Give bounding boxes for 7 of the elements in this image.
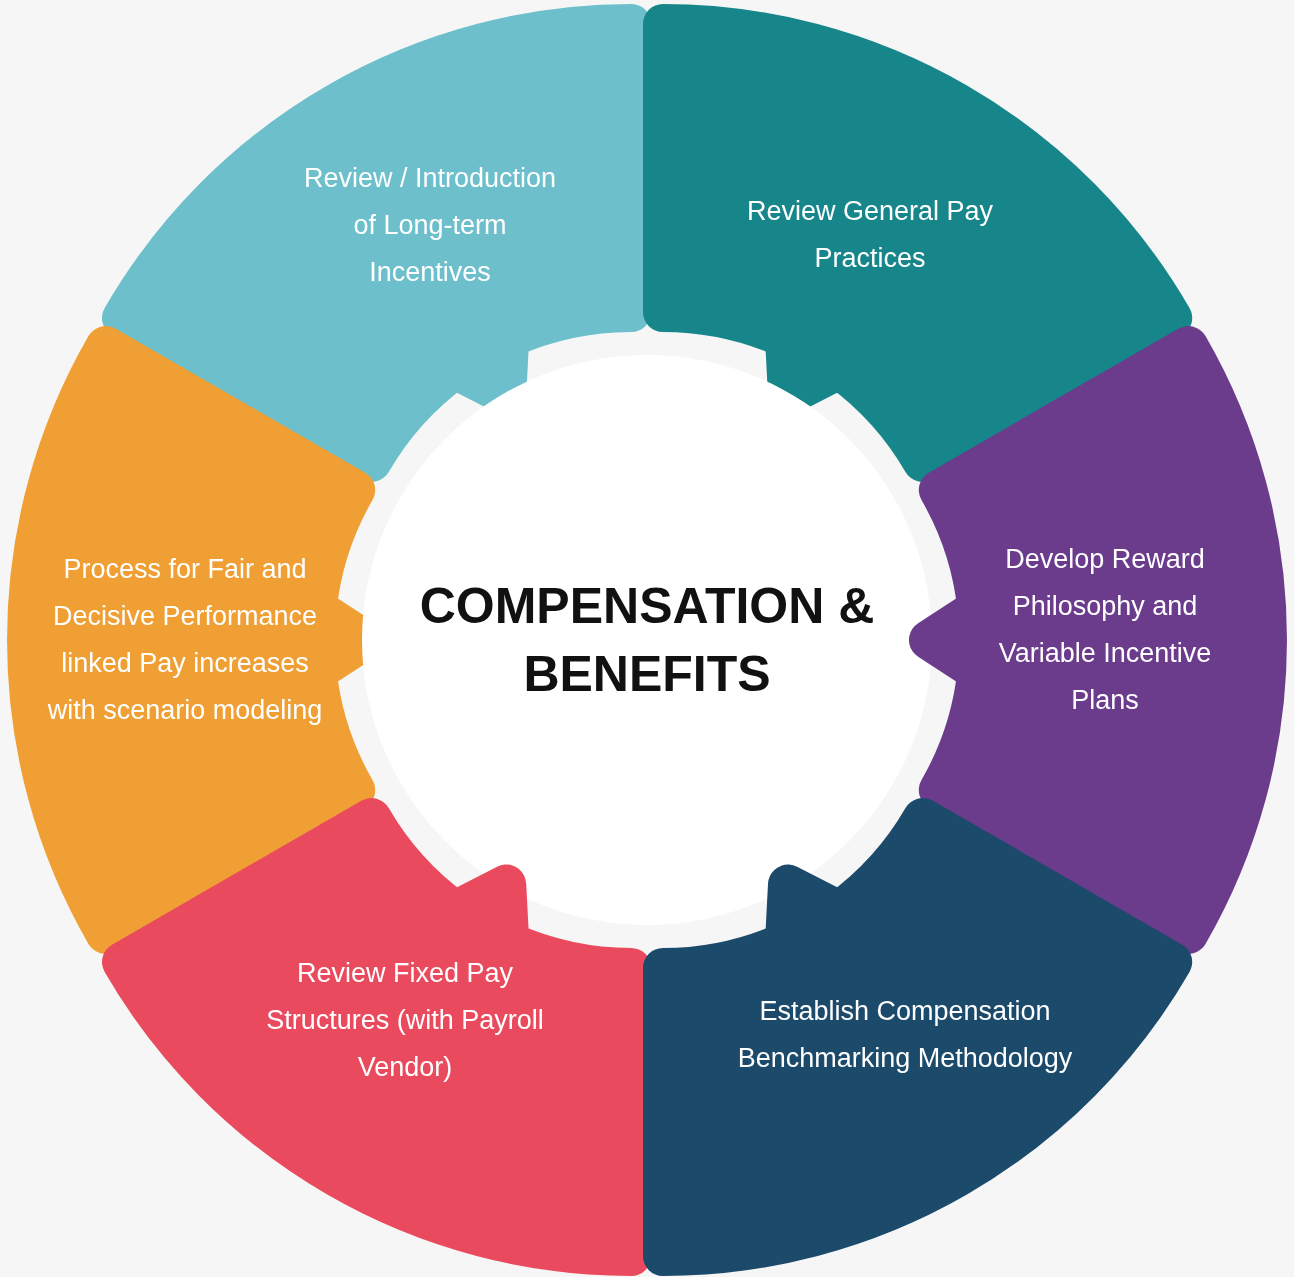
- segment-label: Review General Pay Practices: [745, 195, 995, 275]
- segment-label: Process for Fair and Decisive Performance linked Pay increases with scenario modeling: [46, 553, 324, 727]
- segment-label: Develop Reward Philosophy and Variable Incentive Plans: [997, 543, 1213, 717]
- segment-label: Establish Compensation Benchmarking Methodology: [736, 995, 1074, 1075]
- segment-label: Review Fixed Pay Structures (with Payroll Vendor): [265, 956, 545, 1084]
- segment-label: Review / Introduction of Long-term Incentives: [302, 161, 558, 289]
- center-title: COMPENSATION & BENEFITS: [418, 577, 876, 704]
